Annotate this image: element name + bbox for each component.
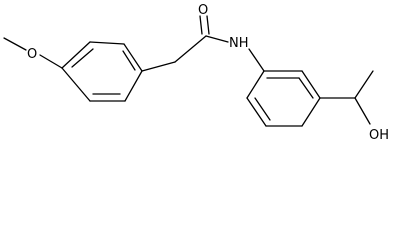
methoxyphenyl-ring bbox=[61, 41, 143, 102]
ring2-bond-2 bbox=[246, 97, 267, 127]
bond-carbonyl-o-1 bbox=[199, 15, 203, 35]
bond-ch2-carbonyl bbox=[174, 35, 207, 63]
chemical-structure: O O NH bbox=[3, 3, 389, 143]
ring1-double-1 bbox=[71, 48, 94, 68]
ring1-double-2 bbox=[122, 50, 136, 71]
ring2-double-2 bbox=[298, 77, 314, 99]
acetamide-linker: O NH bbox=[141, 3, 265, 72]
hydroxyl-label: OH bbox=[369, 128, 389, 143]
bond-n-ring bbox=[248, 48, 265, 72]
ring2-bond-1 bbox=[246, 70, 265, 99]
ring1-bond-3 bbox=[123, 43, 143, 72]
amide-nh-label: NH bbox=[229, 36, 249, 51]
carbonyl-oxygen-label: O bbox=[198, 3, 208, 18]
ring2-double-1 bbox=[254, 97, 271, 121]
ring2-bond-5 bbox=[301, 70, 321, 99]
ring1-bond-1 bbox=[61, 41, 91, 69]
bond-ch-oh bbox=[354, 97, 371, 125]
methoxy-oxygen-label: O bbox=[27, 47, 37, 62]
ring2-bond-4 bbox=[301, 97, 321, 127]
bond-methyl-o bbox=[3, 37, 27, 51]
ring1-bond-4 bbox=[124, 70, 143, 102]
bond-ring-ch2 bbox=[141, 61, 176, 72]
ring1-bond-6 bbox=[61, 67, 91, 102]
hydroxyethylphenyl-ring bbox=[246, 70, 321, 127]
structure-drawing: O O NH bbox=[3, 3, 389, 143]
ring1-bond-2 bbox=[89, 41, 125, 45]
bond-carbonyl-o-2 bbox=[206, 15, 210, 35]
hydroxyethyl-group: OH bbox=[319, 70, 389, 143]
bond-o-ring bbox=[39, 54, 63, 69]
bond-ch-methyl bbox=[354, 70, 374, 99]
bond-carbonyl-n bbox=[205, 35, 229, 43]
methoxy-group: O bbox=[3, 37, 63, 69]
